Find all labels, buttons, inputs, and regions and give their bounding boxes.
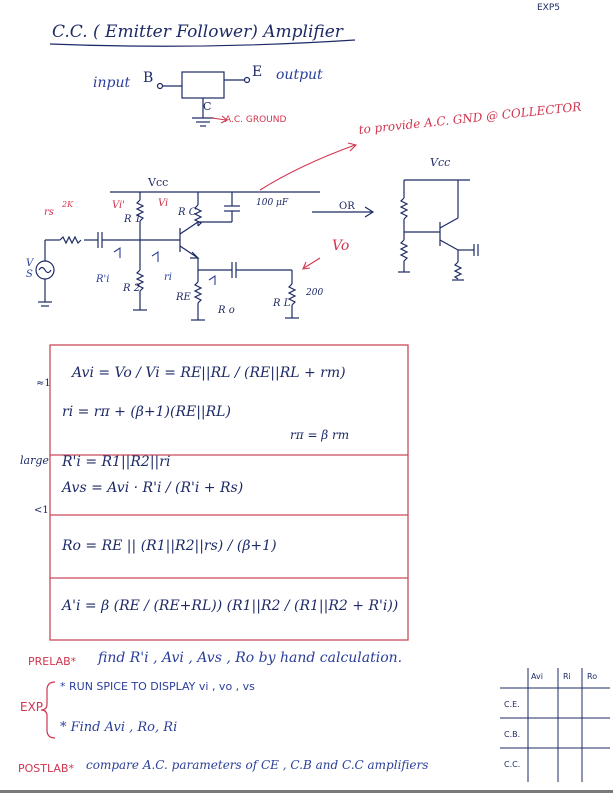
bd-collector-label: C: [203, 100, 212, 113]
ro-label: R o: [218, 305, 235, 316]
bd-ac-ground-label: A.C. GROUND: [225, 115, 287, 125]
r1-label: R 1: [124, 214, 142, 225]
bd-emitter-label: E: [252, 64, 263, 80]
bd-output-label: output: [276, 67, 323, 83]
side-note-large: large: [20, 454, 49, 467]
prelab-tag: PRELAB*: [28, 655, 77, 668]
rs-label: rs: [44, 207, 54, 218]
table-header-avi: Avi: [531, 672, 543, 681]
ri-prime-label: R'i: [96, 274, 110, 285]
exp-item-1: * RUN SPICE TO DISPLAY vi , vo , vs: [60, 680, 255, 693]
formula-avs: Avs = Avi · R'i / (R'i + Rs): [62, 480, 244, 496]
formula-ri: ri = rπ + (β+1)(RE||RL): [62, 404, 231, 420]
formula-ai: A'i = β (RE / (RE+RL)) (R1||R2 / (R1||R2…: [62, 598, 399, 614]
bottom-edge: [0, 790, 613, 793]
exp-item-2: * Find Avi , Ro, Ri: [60, 720, 178, 735]
side-note-lt-1: <1: [34, 505, 49, 516]
vs-label: V S: [26, 258, 34, 280]
vi-label: Vi: [158, 198, 169, 209]
formula-ro: Ro = RE || (R1||R2||rs) / (β+1): [62, 538, 277, 554]
or-label: OR: [339, 201, 355, 212]
vo-label: Vo: [332, 238, 350, 254]
cap-value: 100 μF: [256, 198, 289, 208]
rc-label: R C: [178, 207, 197, 218]
table-header-ro: Ro: [587, 672, 598, 681]
bd-input-label: input: [93, 75, 131, 91]
vcc-right-label: Vcc: [430, 156, 451, 169]
re-label: RE: [176, 292, 191, 303]
table-row-cb: C.B.: [504, 730, 521, 739]
postlab-tag: POSTLAB*: [18, 762, 74, 775]
rl-value: 200: [306, 288, 324, 298]
rs-value: 2K: [62, 200, 74, 209]
postlab-text: compare A.C. parameters of CE , C.B and …: [86, 758, 429, 772]
vi-prime-label: Vi': [112, 200, 125, 211]
table-row-cc: C.C.: [504, 760, 521, 769]
prelab-text: find R'i , Avi , Avs , Ro by hand calcul…: [98, 650, 403, 666]
formula-rpi: rπ = β rm: [290, 428, 350, 442]
rl-label: R L: [273, 298, 291, 309]
page-title: C.C. ( Emitter Follower) Amplifier: [52, 22, 343, 42]
table-header-ri: Ri: [563, 672, 571, 681]
bd-base-label: B: [143, 70, 154, 86]
formula-ri-prime: R'i = R1||R2||ri: [62, 454, 171, 470]
side-note-approx-1: ≈1: [36, 378, 51, 389]
table-row-ce: C.E.: [504, 700, 520, 709]
exp-tag: EXP5: [537, 3, 561, 13]
r2-label: R 2: [123, 283, 141, 294]
exp-tag-label: EXP: [20, 700, 44, 714]
vcc-label: Vcc: [148, 176, 169, 189]
formula-avi: Avi = Vo / Vi = RE||RL / (RE||RL + rm): [72, 365, 346, 381]
ri-label: ri: [164, 272, 172, 283]
